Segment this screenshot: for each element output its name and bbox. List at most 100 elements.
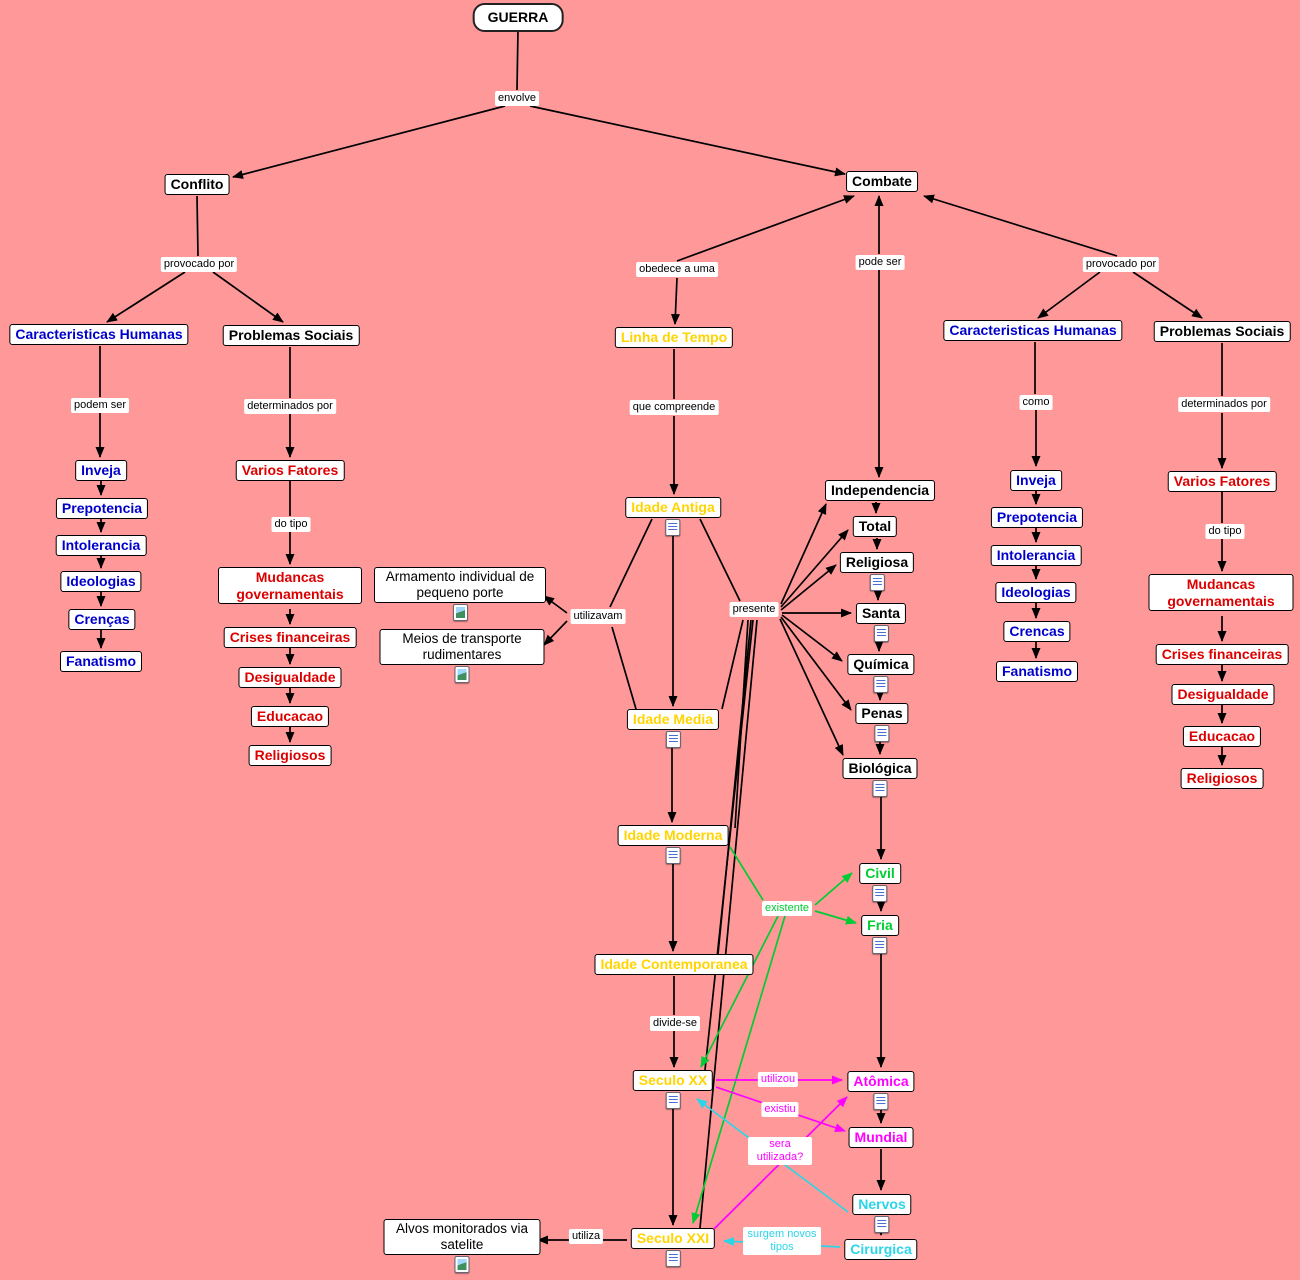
node-educacao-left[interactable]: Educacao [250,706,330,727]
document-resource-icon[interactable] [665,518,681,536]
node-idade-antiga[interactable]: Idade Antiga [625,497,721,536]
link-label-envolve[interactable]: envolve [495,91,539,106]
node-biologica[interactable]: Biológica [842,758,918,797]
link-label-determinados-por-right[interactable]: determinados por [1178,397,1270,412]
document-resource-icon[interactable] [874,1215,890,1233]
penas-text: Penas [855,703,909,724]
image-resource-icon[interactable] [454,665,470,683]
link-label-podem-ser[interactable]: podem ser [71,398,129,413]
node-fanatismo-right[interactable]: Fanatismo [995,661,1079,682]
link-label-existente[interactable]: existente [761,901,813,916]
node-idade-contemporanea[interactable]: Idade Contemporanea [594,954,754,975]
node-mundial[interactable]: Mundial [848,1127,914,1148]
node-religiosa[interactable]: Religiosa [839,552,915,591]
node-problemas-sociais-left[interactable]: Problemas Sociais [222,325,360,346]
link-label-determinados-por-left[interactable]: determinados por [244,399,336,414]
node-crencas-right[interactable]: Crencas [1003,621,1071,642]
node-prepotencia-right[interactable]: Prepotencia [990,507,1084,528]
document-resource-icon[interactable] [873,1092,889,1110]
node-quimica[interactable]: Química [847,654,915,693]
link-label-utiliza[interactable]: utiliza [568,1229,604,1244]
document-resource-icon[interactable] [665,1091,681,1109]
link-label-do-tipo-right[interactable]: do tipo [1205,524,1245,539]
link-label-utilizou[interactable]: utilizou [757,1072,799,1087]
node-alvos-monitorados[interactable]: Alvos monitorados via satelite [383,1219,541,1273]
node-prepotencia-left[interactable]: Prepotencia [55,498,149,519]
guerra-text: GUERRA [472,3,564,32]
node-educacao-right[interactable]: Educacao [1182,726,1262,747]
node-combate[interactable]: Combate [846,171,918,192]
document-resource-icon[interactable] [665,730,681,748]
node-desigualdade-left[interactable]: Desigualdade [238,667,342,688]
node-crises-right[interactable]: Crises financeiras [1155,644,1289,665]
node-armamento-individual[interactable]: Armamento individual de pequeno porte [374,567,546,621]
document-resource-icon[interactable] [874,724,890,742]
document-resource-icon[interactable] [873,675,889,693]
document-resource-icon[interactable] [872,779,888,797]
node-guerra[interactable]: GUERRA [472,3,564,32]
link-label-como[interactable]: como [1019,395,1053,410]
node-mudancas-right[interactable]: Mudancas governamentais [1148,574,1294,612]
link-label-existiu[interactable]: existiu [761,1102,799,1117]
inveja-right-text: Inveja [1010,470,1062,491]
node-religiosos-left[interactable]: Religiosos [248,745,332,766]
node-intolerancia-left[interactable]: Intolerancia [55,535,147,556]
node-crises-left[interactable]: Crises financeiras [223,627,357,648]
prepotencia-right-text: Prepotencia [990,507,1084,528]
node-varios-fatores-right[interactable]: Varios Fatores [1167,471,1277,492]
link-label-presente[interactable]: presente [729,602,779,617]
document-resource-icon[interactable] [872,936,888,954]
document-resource-icon[interactable] [869,573,885,591]
node-inveja-right[interactable]: Inveja [1010,470,1062,491]
node-seculo-xx[interactable]: Seculo XX [632,1070,714,1109]
image-resource-icon[interactable] [452,603,468,621]
link-label-provocado-por-left[interactable]: provocado por [160,257,238,272]
node-caracteristicas-humanas-right[interactable]: Caracteristicas Humanas [943,320,1123,341]
node-idade-media[interactable]: Idade Media [626,709,720,748]
node-desigualdade-right[interactable]: Desigualdade [1171,684,1275,705]
do-tipo-left-text: do tipo [271,517,311,532]
image-resource-icon[interactable] [454,1255,470,1273]
link-label-do-tipo-left[interactable]: do tipo [271,517,311,532]
node-intolerancia-right[interactable]: Intolerancia [990,545,1082,566]
node-atomica[interactable]: Atômica [847,1071,915,1110]
document-resource-icon[interactable] [872,884,888,902]
document-resource-icon[interactable] [665,1249,681,1267]
link-label-que-compreende[interactable]: que compreende [629,400,719,415]
node-santa[interactable]: Santa [855,603,907,642]
node-conflito[interactable]: Conflito [164,174,230,195]
node-crencas-left[interactable]: Crenças [68,609,136,630]
crencas-right-text: Crencas [1003,621,1071,642]
link-label-divide-se[interactable]: divide-se [649,1016,701,1031]
node-inveja-left[interactable]: Inveja [75,460,127,481]
node-civil[interactable]: Civil [859,863,901,902]
document-resource-icon[interactable] [873,624,889,642]
node-fanatismo-left[interactable]: Fanatismo [59,651,143,672]
religiosa-text: Religiosa [839,552,915,573]
node-fria[interactable]: Fria [861,915,899,954]
node-ideologias-right[interactable]: Ideologias [995,582,1077,603]
node-varios-fatores-left[interactable]: Varios Fatores [235,460,345,481]
link-label-surgem-novos-tipos[interactable]: surgem novos tipos [743,1227,821,1255]
link-label-pode-ser[interactable]: pode ser [855,255,905,270]
node-mudancas-left[interactable]: Mudancas governamentais [218,567,362,605]
node-seculo-xxi[interactable]: Seculo XXI [630,1228,716,1267]
link-label-provocado-por-right[interactable]: provocado por [1082,257,1160,272]
node-religiosos-right[interactable]: Religiosos [1180,768,1264,789]
node-total[interactable]: Total [852,516,898,537]
link-label-obedece-a-uma[interactable]: obedece a uma [636,262,718,277]
node-ideologias-left[interactable]: Ideologias [60,571,142,592]
node-idade-moderna[interactable]: Idade Moderna [617,825,729,864]
node-caracteristicas-humanas-left[interactable]: Caracteristicas Humanas [9,324,189,345]
node-meios-transporte[interactable]: Meios de transporte rudimentares [379,629,545,683]
node-penas[interactable]: Penas [855,703,909,742]
document-resource-icon[interactable] [665,846,681,864]
node-cirurgica[interactable]: Cirurgica [844,1239,918,1260]
link-label-sera-utilizada[interactable]: sera utilizada? [748,1137,812,1165]
node-linha-de-tempo[interactable]: Linha de Tempo [614,327,734,348]
node-problemas-sociais-right[interactable]: Problemas Sociais [1153,321,1291,342]
node-independencia[interactable]: Independencia [824,480,936,501]
mundial-text: Mundial [848,1127,914,1148]
node-nervos[interactable]: Nervos [852,1194,912,1233]
link-label-utilizavam[interactable]: utilizavam [570,609,626,624]
